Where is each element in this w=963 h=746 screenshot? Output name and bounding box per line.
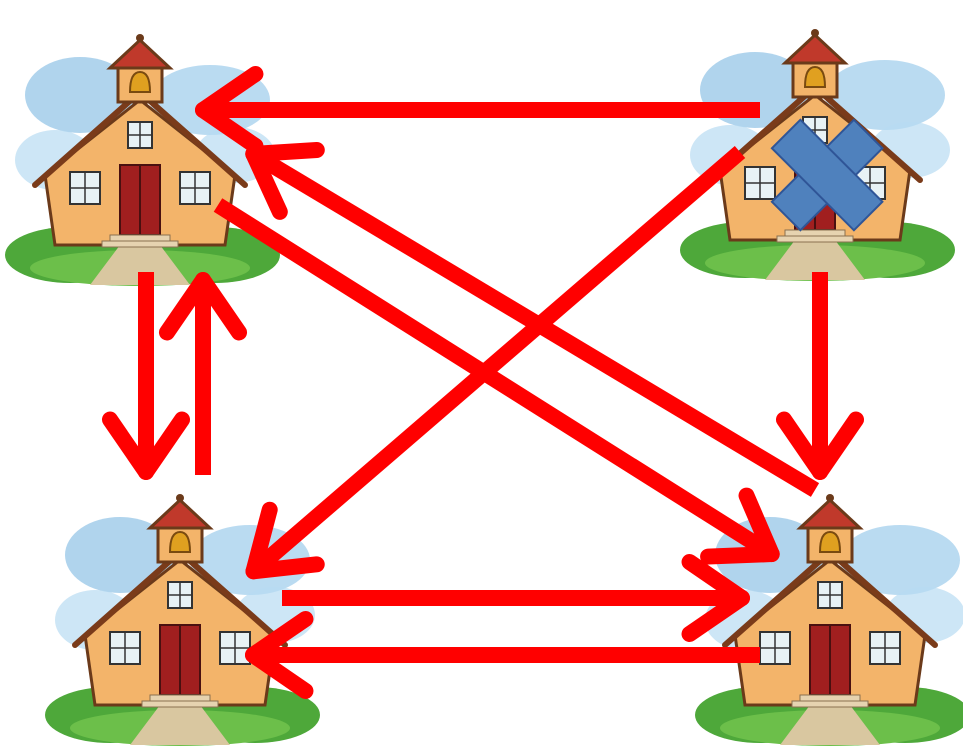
arrow-school-bottom-left-to-school-top-left [158, 272, 248, 475]
arrow-school-top-right-to-school-bottom-left [245, 145, 746, 580]
arrow-school-top-left-to-school-bottom-left [101, 272, 191, 480]
school-bottom-left [45, 494, 320, 746]
cross-icon [770, 118, 884, 232]
school-top-left [5, 34, 280, 286]
arrow-school-top-left-to-school-bottom-right [213, 198, 780, 565]
arrow-school-bottom-left-to-school-bottom-right [282, 553, 750, 643]
arrow-school-bottom-right-to-school-bottom-left [245, 610, 760, 700]
arrow-school-top-right-to-school-bottom-right [775, 272, 865, 480]
arrow-school-top-right-to-school-top-left [195, 65, 760, 155]
